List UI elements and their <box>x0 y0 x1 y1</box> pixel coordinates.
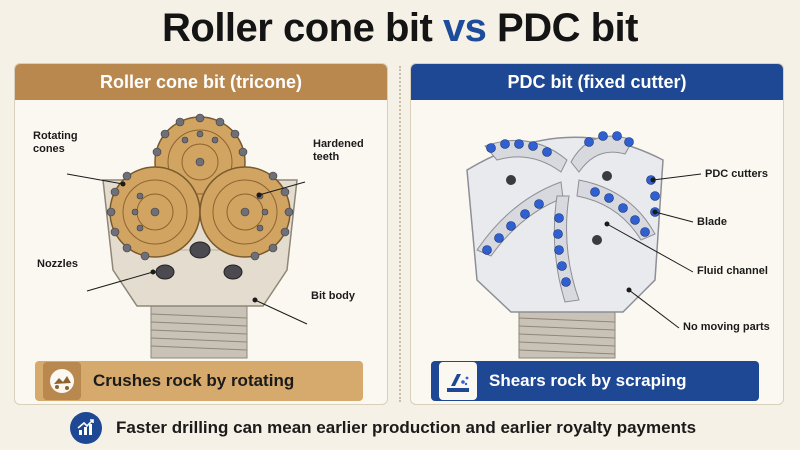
callout-nozzles: Nozzles <box>37 258 78 270</box>
roller-cone-heading: Roller cone bit (tricone) <box>15 64 387 100</box>
pdc-panel: PDC bit (fixed cutter) <box>410 63 784 405</box>
threaded-shank <box>518 309 616 359</box>
threaded-shank <box>150 305 248 359</box>
roller-cone-bit-illustration <box>66 113 308 359</box>
callout-blade: Blade <box>697 216 727 228</box>
page-title: Roller cone bit vs PDC bit <box>0 6 800 51</box>
scraping-icon <box>439 362 477 400</box>
roller-cone-panel: Roller cone bit (tricone) <box>14 63 388 405</box>
rising-chart-icon <box>70 412 102 444</box>
callout-no-moving-parts: No moving parts <box>683 321 770 333</box>
callout-pdc-cutters: PDC cutters <box>705 168 768 180</box>
panel-divider <box>399 66 401 402</box>
pdc-bit-illustration <box>466 131 702 359</box>
title-part-pdc: PDC bit <box>486 6 638 50</box>
pdc-cutters <box>482 131 660 287</box>
fluid-channels <box>506 171 612 245</box>
pdc-summary: Shears rock by scraping <box>431 361 759 401</box>
crushed-rock-icon <box>43 362 81 400</box>
roller-cone-summary-text: Crushes rock by rotating <box>93 371 295 390</box>
roller-cone-summary: Crushes rock by rotating <box>35 361 363 401</box>
hardened-teeth <box>106 113 294 261</box>
footer-note: Faster drilling can mean earlier product… <box>70 410 740 446</box>
callout-rotating-cones: Rotating cones <box>33 130 78 155</box>
callout-bit-body: Bit body <box>311 290 355 302</box>
pdc-summary-text: Shears rock by scraping <box>489 371 687 390</box>
footer-text: Faster drilling can mean earlier product… <box>116 418 697 437</box>
callout-hardened-teeth: Hardened teeth <box>313 138 364 163</box>
title-vs: vs <box>442 6 487 50</box>
callout-fluid-channel: Fluid channel <box>697 265 768 277</box>
nozzles <box>155 241 243 280</box>
title-part-roller: Roller cone bit <box>162 6 443 50</box>
pdc-heading: PDC bit (fixed cutter) <box>411 64 783 100</box>
